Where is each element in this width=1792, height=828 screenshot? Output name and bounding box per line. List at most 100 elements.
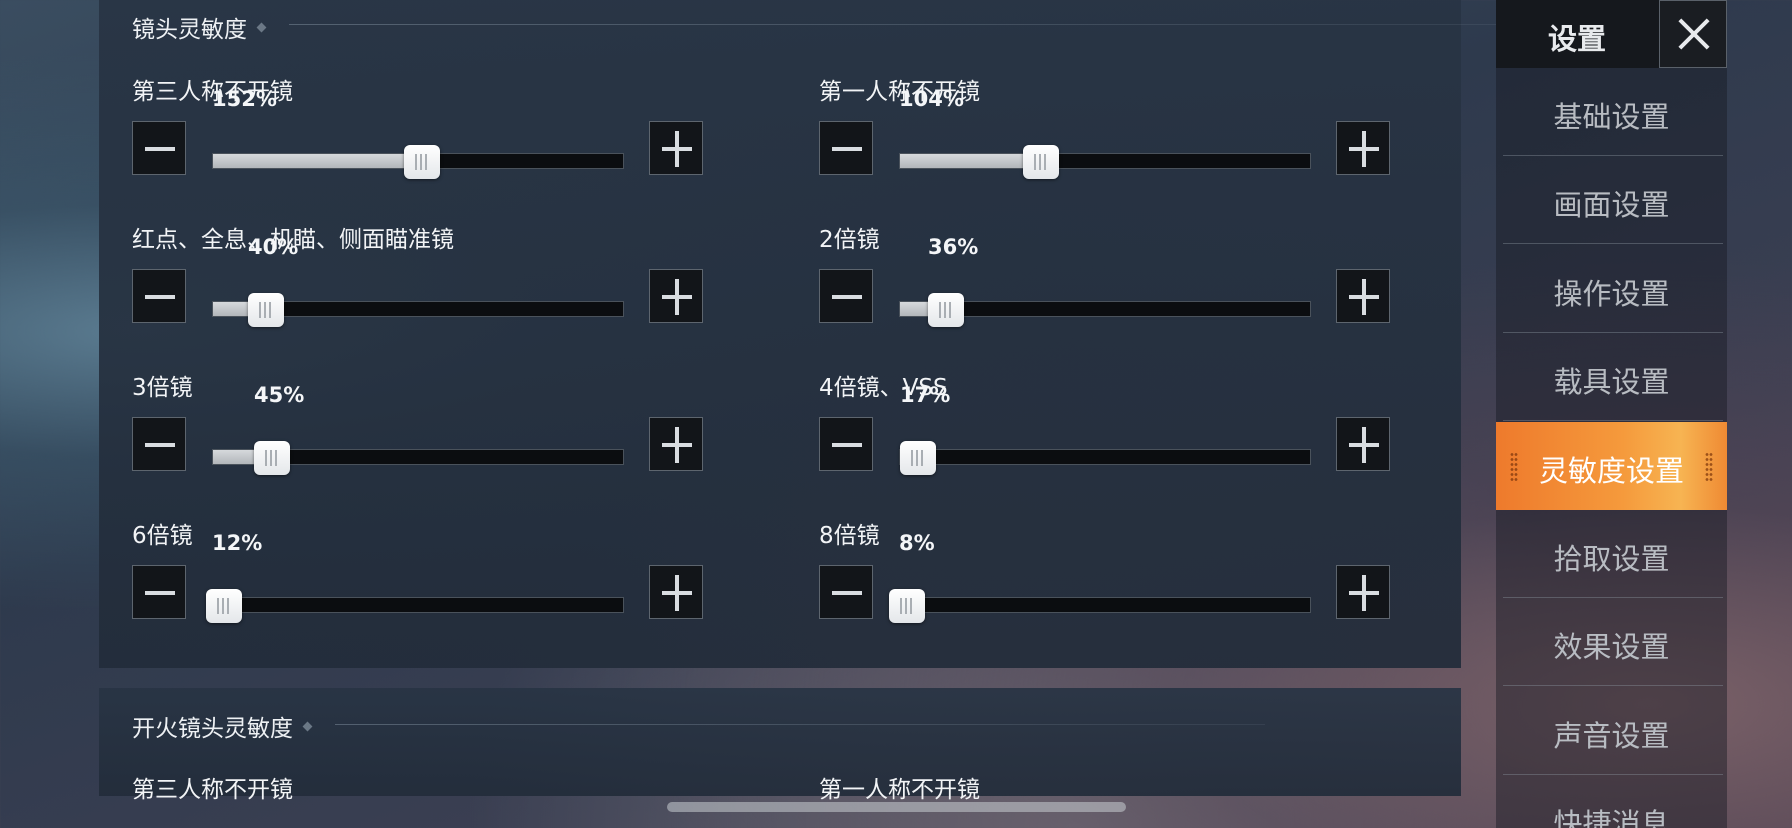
- close-button[interactable]: [1659, 0, 1727, 68]
- setting-label-first-person-fire: 第一人称不开镜: [819, 777, 980, 803]
- grip-line: [415, 154, 417, 170]
- increase-button[interactable]: [649, 121, 703, 175]
- sidebar-item[interactable]: 声音设置: [1496, 687, 1727, 775]
- sidebar-item-label: 效果设置: [1553, 630, 1670, 665]
- slider-thumb[interactable]: [928, 293, 964, 327]
- grip-line: [265, 450, 267, 466]
- grip-line: [939, 302, 941, 318]
- slider-track: [212, 597, 624, 613]
- divider: [1503, 685, 1723, 687]
- decrease-button[interactable]: [132, 269, 186, 323]
- increase-button[interactable]: [649, 565, 703, 619]
- sensitivity-slider[interactable]: 12%: [206, 531, 624, 623]
- sidebar-item[interactable]: 快捷消息: [1496, 775, 1727, 828]
- section-title-fire-sensitivity: 开火镜头灵敏度: [132, 709, 313, 743]
- settings-sidebar: 设置 基础设置画面设置操作设置载具设置灵敏度设置拾取设置效果设置声音设置快捷消息: [1496, 0, 1727, 828]
- sidebar-item-label: 灵敏度设置: [1538, 453, 1684, 488]
- grip-line: [910, 598, 912, 614]
- sidebar-item[interactable]: 操作设置: [1496, 245, 1727, 333]
- decrease-button[interactable]: [132, 417, 186, 471]
- divider: [1503, 773, 1723, 775]
- grip-line: [227, 598, 229, 614]
- increase-button[interactable]: [1336, 269, 1390, 323]
- grip-line: [217, 598, 219, 614]
- sidebar-item[interactable]: 基础设置: [1496, 68, 1727, 156]
- increase-button[interactable]: [649, 417, 703, 471]
- grip-line: [259, 302, 261, 318]
- sensitivity-panel: 镜头灵敏度: [99, 0, 1527, 668]
- section-title-camera-sensitivity: 镜头灵敏度: [132, 10, 267, 44]
- sidebar-item[interactable]: 效果设置: [1496, 598, 1727, 687]
- slider-thumb[interactable]: [206, 589, 242, 623]
- decrease-button[interactable]: [819, 417, 873, 471]
- drag-dots-icon: [1510, 451, 1518, 482]
- increase-button[interactable]: [649, 269, 703, 323]
- sensitivity-slider[interactable]: 17%: [899, 383, 1311, 475]
- divider: [1503, 331, 1723, 333]
- sensitivity-slider[interactable]: 152%: [212, 87, 624, 179]
- sidebar-item-label: 拾取设置: [1553, 542, 1670, 576]
- scroll-indicator[interactable]: [667, 802, 1126, 812]
- decrease-button[interactable]: [132, 565, 186, 619]
- decrease-button[interactable]: [819, 269, 873, 323]
- sidebar-item[interactable]: 拾取设置: [1496, 510, 1727, 598]
- grip-line: [270, 450, 272, 466]
- increase-button[interactable]: [1336, 121, 1390, 175]
- slider-thumb[interactable]: [889, 589, 925, 623]
- sidebar-item-label: 快捷消息: [1553, 807, 1670, 828]
- diamond-icon: [256, 22, 267, 32]
- slider-thumb[interactable]: [900, 441, 936, 475]
- minus-icon: [145, 443, 175, 447]
- slider-thumb[interactable]: [254, 441, 290, 475]
- divider: [1503, 155, 1723, 156]
- setting-label: 2倍镜: [819, 227, 880, 253]
- decrease-button[interactable]: [819, 121, 873, 175]
- sensitivity-slider[interactable]: 8%: [889, 531, 1311, 623]
- sensitivity-slider[interactable]: 45%: [212, 383, 624, 475]
- sidebar-item-label: 操作设置: [1553, 276, 1670, 311]
- slider-value: 8%: [899, 531, 935, 555]
- divider: [1503, 597, 1723, 598]
- decrease-button[interactable]: [132, 121, 186, 175]
- sensitivity-slider[interactable]: 40%: [212, 235, 624, 327]
- slider-thumb[interactable]: [1023, 145, 1059, 179]
- setting-label: 第三人称不开镜: [132, 79, 293, 105]
- minus-icon: [832, 443, 862, 447]
- increase-button[interactable]: [1336, 565, 1390, 619]
- grip-line: [420, 154, 422, 170]
- sidebar-item-label: 声音设置: [1553, 718, 1670, 753]
- slider-value: 36%: [928, 235, 979, 259]
- section-title-text: 开火镜头灵敏度: [132, 716, 293, 742]
- increase-button[interactable]: [1336, 417, 1390, 471]
- setting-label: 8倍镜: [819, 523, 880, 549]
- decrease-button[interactable]: [819, 565, 873, 619]
- sensitivity-slider[interactable]: 36%: [899, 235, 1311, 327]
- grip-line: [911, 450, 913, 466]
- section-title-text: 镜头灵敏度: [132, 17, 247, 43]
- grip-line: [1039, 154, 1041, 170]
- sidebar-item[interactable]: 画面设置: [1496, 156, 1727, 245]
- grip-line: [921, 450, 923, 466]
- grip-line: [1044, 154, 1046, 170]
- minus-icon: [145, 591, 175, 595]
- minus-icon: [832, 295, 862, 299]
- divider: [1503, 420, 1723, 422]
- sensitivity-slider[interactable]: 104%: [899, 87, 1311, 179]
- divider: [1503, 243, 1723, 245]
- drag-dots-icon: [1705, 451, 1713, 482]
- slider-value: 12%: [212, 531, 263, 555]
- sidebar-item[interactable]: 载具设置: [1496, 333, 1727, 422]
- slider-fill: [213, 154, 422, 168]
- sidebar-item[interactable]: 灵敏度设置: [1496, 421, 1727, 510]
- grip-line: [425, 154, 427, 170]
- slider-value: 152%: [212, 87, 277, 111]
- sidebar-item-label: 画面设置: [1553, 188, 1670, 223]
- slider-thumb[interactable]: [248, 293, 284, 327]
- slider-thumb[interactable]: [404, 145, 440, 179]
- sidebar-item-label: 载具设置: [1553, 365, 1670, 400]
